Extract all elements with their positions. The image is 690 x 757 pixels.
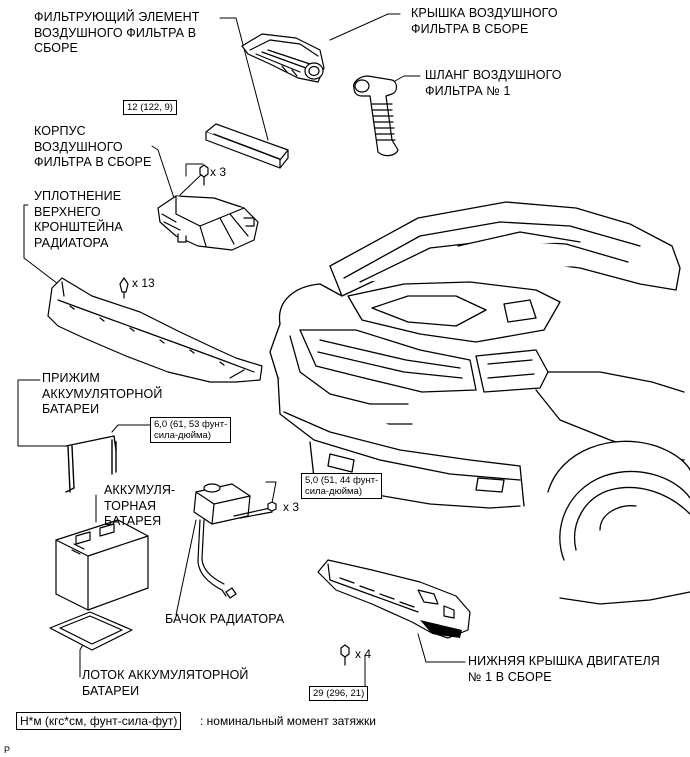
vehicle-front xyxy=(269,201,690,605)
label-radiator-tank: БАЧОК РАДИАТОРА xyxy=(165,612,285,626)
air-filter-element xyxy=(205,123,289,169)
qty-cover-bolts: x 4 xyxy=(355,647,372,661)
label-filter-cover: КРЫШКА ВОЗДУШНОГО ФИЛЬТРА В СБОРЕ xyxy=(411,6,558,36)
figure-code: P xyxy=(4,745,11,755)
qty-tank-bolts: x 3 xyxy=(283,500,300,514)
battery-clamp xyxy=(65,435,117,493)
torque-battery-clamp: 6,0 (61, 53 фунт- сила-дюйма) xyxy=(150,417,232,443)
radiator-reservoir xyxy=(193,483,273,599)
battery xyxy=(55,519,149,611)
legend-text: : номинальный момент затяжки xyxy=(200,714,376,728)
battery-tray xyxy=(49,611,133,651)
qty-seal-clips: x 13 xyxy=(132,276,155,290)
air-filter-case xyxy=(157,195,259,251)
torque-radiator-tank: 5,0 (51, 44 фунт- сила-дюйма) xyxy=(301,473,383,499)
bolt-radiator-tank xyxy=(267,501,277,512)
air-hose xyxy=(353,75,399,157)
label-filter-case: КОРПУС ВОЗДУШНОГО ФИЛЬТРА В СБОРЕ xyxy=(34,124,152,169)
engine-under-cover-shadow xyxy=(420,620,462,638)
radiator-support-seal xyxy=(47,277,263,383)
label-radiator-seal: УПЛОТНЕНИЕ ВЕРХНЕГО КРОНШТЕЙНА РАДИАТОРА xyxy=(34,189,123,250)
label-air-hose: ШЛАНГ ВОЗДУШНОГО ФИЛЬТРА № 1 xyxy=(425,68,562,98)
clip-radiator-seal xyxy=(119,277,129,299)
label-battery-clamp: ПРИЖИМ АККУМУЛЯТОРНОЙ БАТАРЕИ xyxy=(42,371,163,416)
bolt-engine-cover xyxy=(340,644,350,666)
air-filter-cover xyxy=(241,33,325,83)
bolt-filter-case xyxy=(199,164,209,186)
label-battery-tray: ЛОТОК АККУМУЛЯТОРНОЙ БАТАРЕИ xyxy=(82,668,249,698)
torque-engine-cover: 29 (296, 21) xyxy=(309,686,369,701)
label-engine-cover: НИЖНЯЯ КРЫШКА ДВИГАТЕЛЯ № 1 В СБОРЕ xyxy=(468,654,660,684)
label-battery: АККУМУЛЯ- ТОРНАЯ БАТАРЕЯ xyxy=(104,483,176,528)
torque-filter-case: 12 (122, 9) xyxy=(123,100,177,115)
label-filter-element: ФИЛЬТРУЮЩИЙ ЭЛЕМЕНТ ВОЗДУШНОГО ФИЛЬТРА В… xyxy=(34,10,200,55)
qty-filter-case-bolts: x 3 xyxy=(210,165,227,179)
engine-under-cover xyxy=(317,559,471,639)
legend-unit: Н*м (кгс*см, фунт-сила-фут) xyxy=(16,712,182,730)
